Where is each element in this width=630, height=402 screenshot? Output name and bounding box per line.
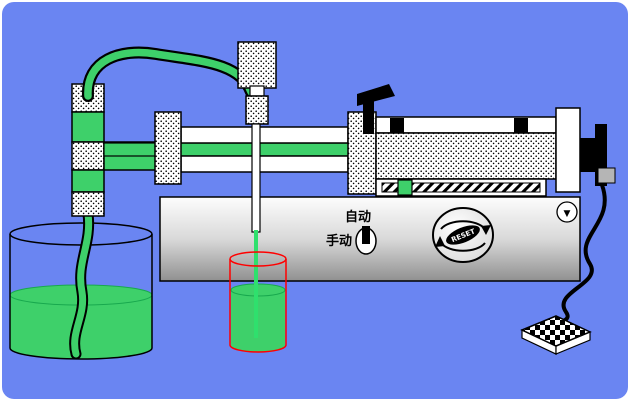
beaker-wall xyxy=(229,259,287,353)
nozzle-assembly xyxy=(237,41,277,233)
piston-cylinder-assembly xyxy=(357,84,616,197)
stroke-adjust-slider[interactable] xyxy=(397,179,413,196)
rotate-arrow-top-head xyxy=(481,225,491,235)
nozzle-holder-block xyxy=(245,95,269,125)
guide-frame xyxy=(103,111,377,195)
down-arrow-button-face[interactable] xyxy=(556,201,578,223)
reset-knob-pointer: RESET xyxy=(446,225,480,245)
suction-tube xyxy=(69,208,95,360)
pedal-cable xyxy=(555,183,607,328)
clamp-handle-shaft[interactable] xyxy=(363,94,374,134)
nozzle-head-block xyxy=(237,41,277,89)
foot-pedal[interactable] xyxy=(520,315,592,355)
feed-hose xyxy=(81,46,257,102)
nozzle-neck xyxy=(249,85,265,97)
valve-segment-green-lower xyxy=(71,169,105,193)
clamp-tab-left xyxy=(390,118,404,133)
valve-segment-green-upper xyxy=(71,111,105,143)
rotate-arrow-bottom-head xyxy=(435,236,445,247)
manual-mode-label: 手动 xyxy=(326,233,352,249)
cable-socket xyxy=(597,167,616,184)
cylinder-end-cap xyxy=(555,107,581,193)
threaded-rail xyxy=(381,182,541,193)
clamp-handle[interactable] xyxy=(357,84,395,134)
guide-rail-bottom xyxy=(180,155,349,173)
down-arrow-icon: ▼ xyxy=(564,209,571,219)
clamp-tab-right xyxy=(514,118,528,133)
suction-tube-fill xyxy=(71,210,93,358)
filling-needle xyxy=(251,123,261,233)
valve-segment-middle xyxy=(71,141,105,171)
frame-end-block-left xyxy=(154,111,182,185)
valve-segment-bottom xyxy=(71,191,105,217)
cylinder-barrel xyxy=(375,132,557,180)
mode-switch[interactable]: 自动 手动 xyxy=(326,209,377,255)
feed-hose-fill xyxy=(84,48,255,100)
reset-knob[interactable]: RESET xyxy=(432,207,494,263)
clamp-handle-grip[interactable] xyxy=(357,84,395,106)
down-arrow-button[interactable]: ▼ xyxy=(556,201,578,223)
machine-base: ▼ 自动 手动 RESET xyxy=(159,196,581,282)
pedal-top[interactable] xyxy=(520,315,592,347)
mode-switch-lever[interactable] xyxy=(362,226,370,244)
guide-rail-top xyxy=(180,126,349,144)
piston-rod xyxy=(103,142,351,157)
dispensing-beaker xyxy=(229,230,287,353)
tank-wall xyxy=(9,234,153,360)
auto-mode-label: 自动 xyxy=(345,209,371,225)
end-connector xyxy=(580,138,597,172)
beaker-rim xyxy=(229,251,287,267)
